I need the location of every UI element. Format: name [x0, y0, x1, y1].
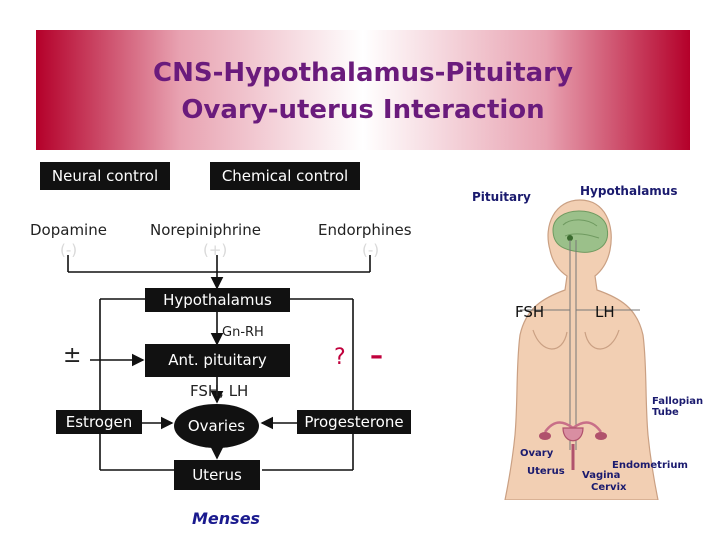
dopamine-label: Dopamine — [30, 221, 107, 239]
fsh-lh-label: FSH, LH — [190, 382, 249, 400]
progesterone-box: Progesterone — [297, 410, 411, 434]
endorphines-label: Endorphines — [318, 221, 412, 239]
norepinephrine-sign: (+) — [203, 241, 228, 259]
fallopian-tube-label: Fallopian Tube — [652, 396, 704, 418]
cervix-label: Cervix — [591, 482, 627, 493]
uterus-box: Uterus — [174, 460, 260, 490]
neural-control-label: Neural control — [40, 162, 170, 190]
dopamine-sign: (-) — [60, 241, 78, 259]
lh-label: LH — [595, 303, 615, 321]
chemical-control-label: Chemical control — [210, 162, 360, 190]
ovaries-label: Ovaries — [187, 417, 246, 435]
norepinephrine-label: Norepiniphrine — [150, 221, 261, 239]
endorphines-sign: (-) — [362, 241, 380, 259]
estrogen-box: Estrogen — [56, 410, 142, 434]
ovaries-oval — [174, 404, 259, 448]
pituitary-label: Pituitary — [472, 190, 531, 204]
question-mark: ? — [334, 345, 346, 370]
slide-title-line2: Ovary-uterus Interaction — [181, 95, 545, 125]
plus-minus-sign: ± — [63, 343, 82, 368]
slide-title-line1: CNS-Hypothalamus-Pituitary — [153, 58, 573, 88]
vagina-label: Vagina — [582, 470, 621, 481]
ant-pituitary-box: Ant. pituitary — [145, 344, 290, 377]
menses-label: Menses — [192, 509, 261, 528]
ovary-label: Ovary — [520, 448, 554, 459]
gnrh-label: Gn-RH — [222, 325, 264, 340]
anatomy-hypothalamus-label: Hypothalamus — [580, 184, 678, 198]
title-banner — [36, 30, 690, 150]
hypothalamus-box: Hypothalamus — [145, 288, 290, 312]
female-anatomy-illustration — [504, 199, 659, 500]
endometrium-label: Endometrium — [612, 460, 688, 471]
minus-sign: – — [370, 341, 383, 371]
uterus-anatomy-label: Uterus — [527, 466, 565, 477]
fsh-label: FSH — [515, 303, 545, 321]
